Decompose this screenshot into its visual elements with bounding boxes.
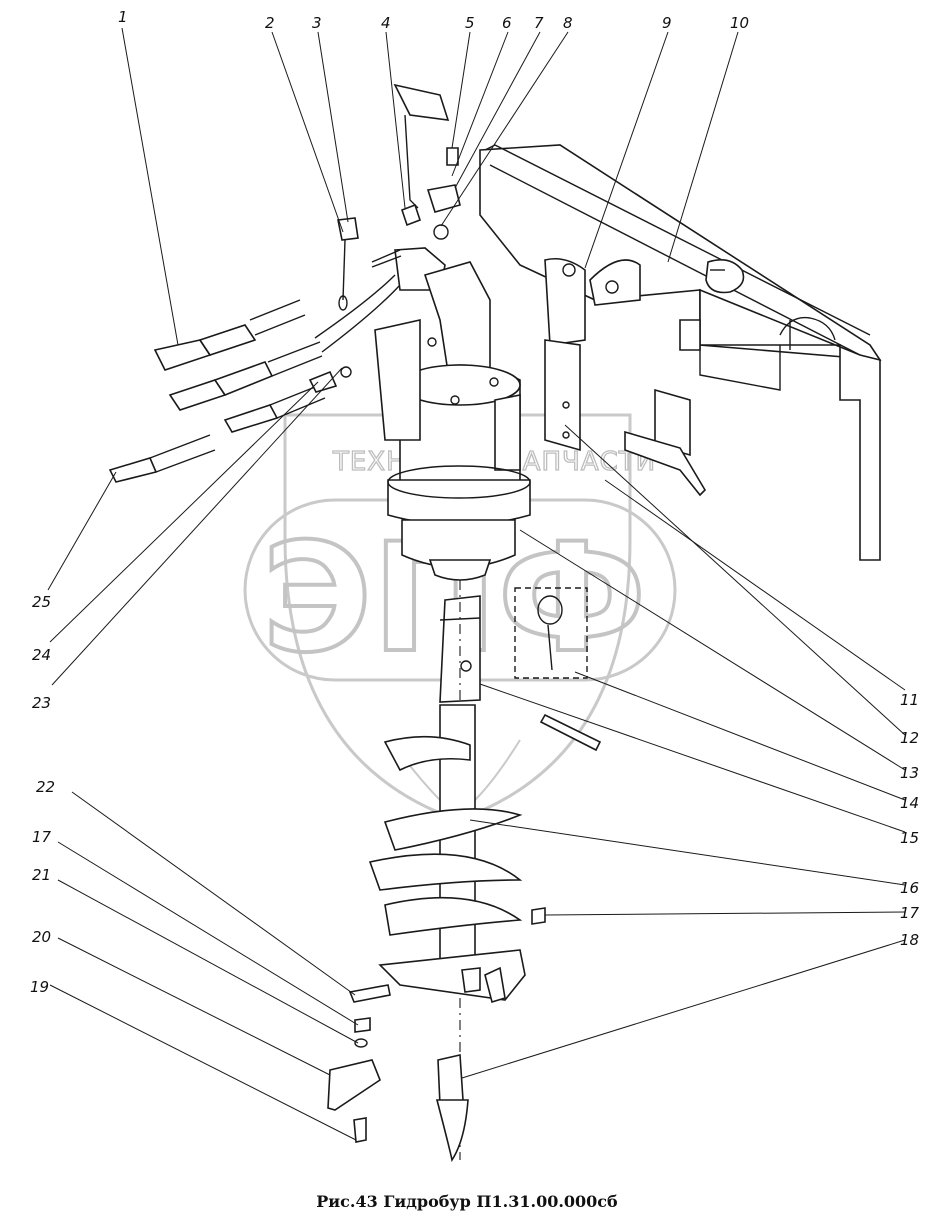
mounting-frame	[393, 83, 882, 561]
callout-10: 10	[730, 14, 749, 32]
callout-18: 18	[900, 931, 919, 949]
callout-22: 22	[36, 778, 55, 796]
callout-16: 16	[900, 879, 919, 897]
hydraulic-hoses	[108, 147, 461, 483]
callout-19: 19	[30, 978, 49, 996]
callout-15: 15	[900, 829, 919, 847]
auger	[368, 704, 526, 1004]
callout-8: 8	[563, 14, 573, 32]
callout-9: 9	[662, 14, 672, 32]
callout-7: 7	[534, 14, 544, 32]
callout-17-left: 17	[32, 828, 52, 846]
callout-12: 12	[900, 729, 919, 747]
leader-lines	[47, 27, 906, 1141]
callout-6: 6	[502, 14, 512, 32]
callout-1: 1	[118, 8, 128, 26]
callout-13: 13	[900, 764, 919, 782]
callout-14: 14	[900, 794, 919, 812]
rotator-motor	[374, 261, 531, 581]
callout-21: 21	[32, 866, 51, 884]
callout-2: 2	[265, 14, 275, 32]
callout-3: 3	[312, 14, 322, 32]
callout-24: 24	[32, 646, 51, 664]
callout-20: 20	[32, 928, 51, 946]
pilot-bit	[327, 907, 546, 1163]
callout-4: 4	[381, 14, 391, 32]
callout-17-right: 17	[900, 904, 920, 922]
callout-labels: 1 2 3 4 5 6 7 8 9 10 11 12 13 14 15 16 1…	[30, 8, 920, 996]
callout-25: 25	[32, 593, 51, 611]
callout-23: 23	[32, 694, 51, 712]
figure-caption: Рис.43 Гидробур П1.31.00.000сб	[316, 1192, 618, 1211]
callout-5: 5	[465, 14, 475, 32]
callout-11: 11	[900, 691, 919, 709]
